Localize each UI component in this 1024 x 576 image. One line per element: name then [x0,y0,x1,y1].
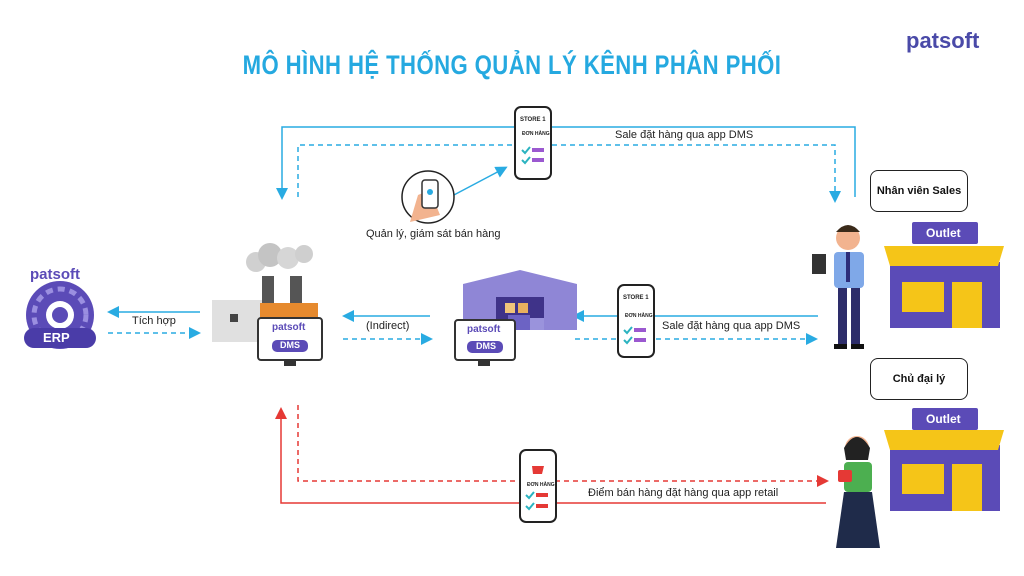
phone-store-top-icon [514,106,552,180]
label-retail: Điểm bán hàng đặt hàng qua app retail [588,487,779,499]
agent-owner-icon [836,436,880,548]
dms-monitor-mid-icon [454,319,516,366]
edge-top-dashed [297,144,841,203]
label-sales-dms-mid: Sale đặt hàng qua app DMS [662,320,801,332]
phone-retail-icon [519,449,557,523]
salesman-icon [812,225,864,349]
erp-gear-icon [24,281,96,349]
dms-label-left: DMS [280,340,300,350]
edge-retail-dashed [297,405,829,487]
factory-icon [212,243,318,342]
dms-logo-left: patsoft [272,322,306,333]
outlet-sign-bottom: Outlet [926,412,961,426]
phone-top-order: ĐƠN HÀNG [522,131,550,137]
page-title: MÔ HÌNH HỆ THỐNG QUẢN LÝ KÊNH PHÂN PHỐI [242,50,782,80]
edge-top-solid [276,126,856,200]
outlet-sign-top: Outlet [926,226,961,240]
edge-monitor [451,166,508,197]
outlet-store-top-icon [884,222,1004,328]
dms-logo-mid: patsoft [467,324,501,335]
hand-phone-icon [401,170,455,224]
dms-monitor-icon [257,317,323,366]
edge-retail-solid [275,407,826,504]
erp-label: ERP [43,330,70,345]
phone-mid-order: ĐƠN HÀNG [625,313,653,319]
erp-logo-text: patsoft [30,266,80,283]
label-indirect: (Indirect) [366,320,410,332]
label-monitor: Quản lý, giám sát bán hàng [366,228,501,240]
phone-retail-order: ĐƠN HÀNG [527,482,555,488]
bubble-sales: Nhân viên Sales [870,170,968,212]
phone-top-store: STORE 1 [520,117,546,123]
brand-logo: patsoft [906,28,980,53]
label-sales-dms-top: Sale đặt hàng qua app DMS [615,129,754,141]
dms-label-mid: DMS [476,341,496,351]
outlet-store-bottom-icon [884,408,1004,511]
phone-mid-store: STORE 1 [623,295,649,301]
label-integration: Tích hợp [132,315,176,327]
phone-store-mid-icon [617,284,655,358]
bubble-agent: Chủ đại lý [870,358,968,400]
